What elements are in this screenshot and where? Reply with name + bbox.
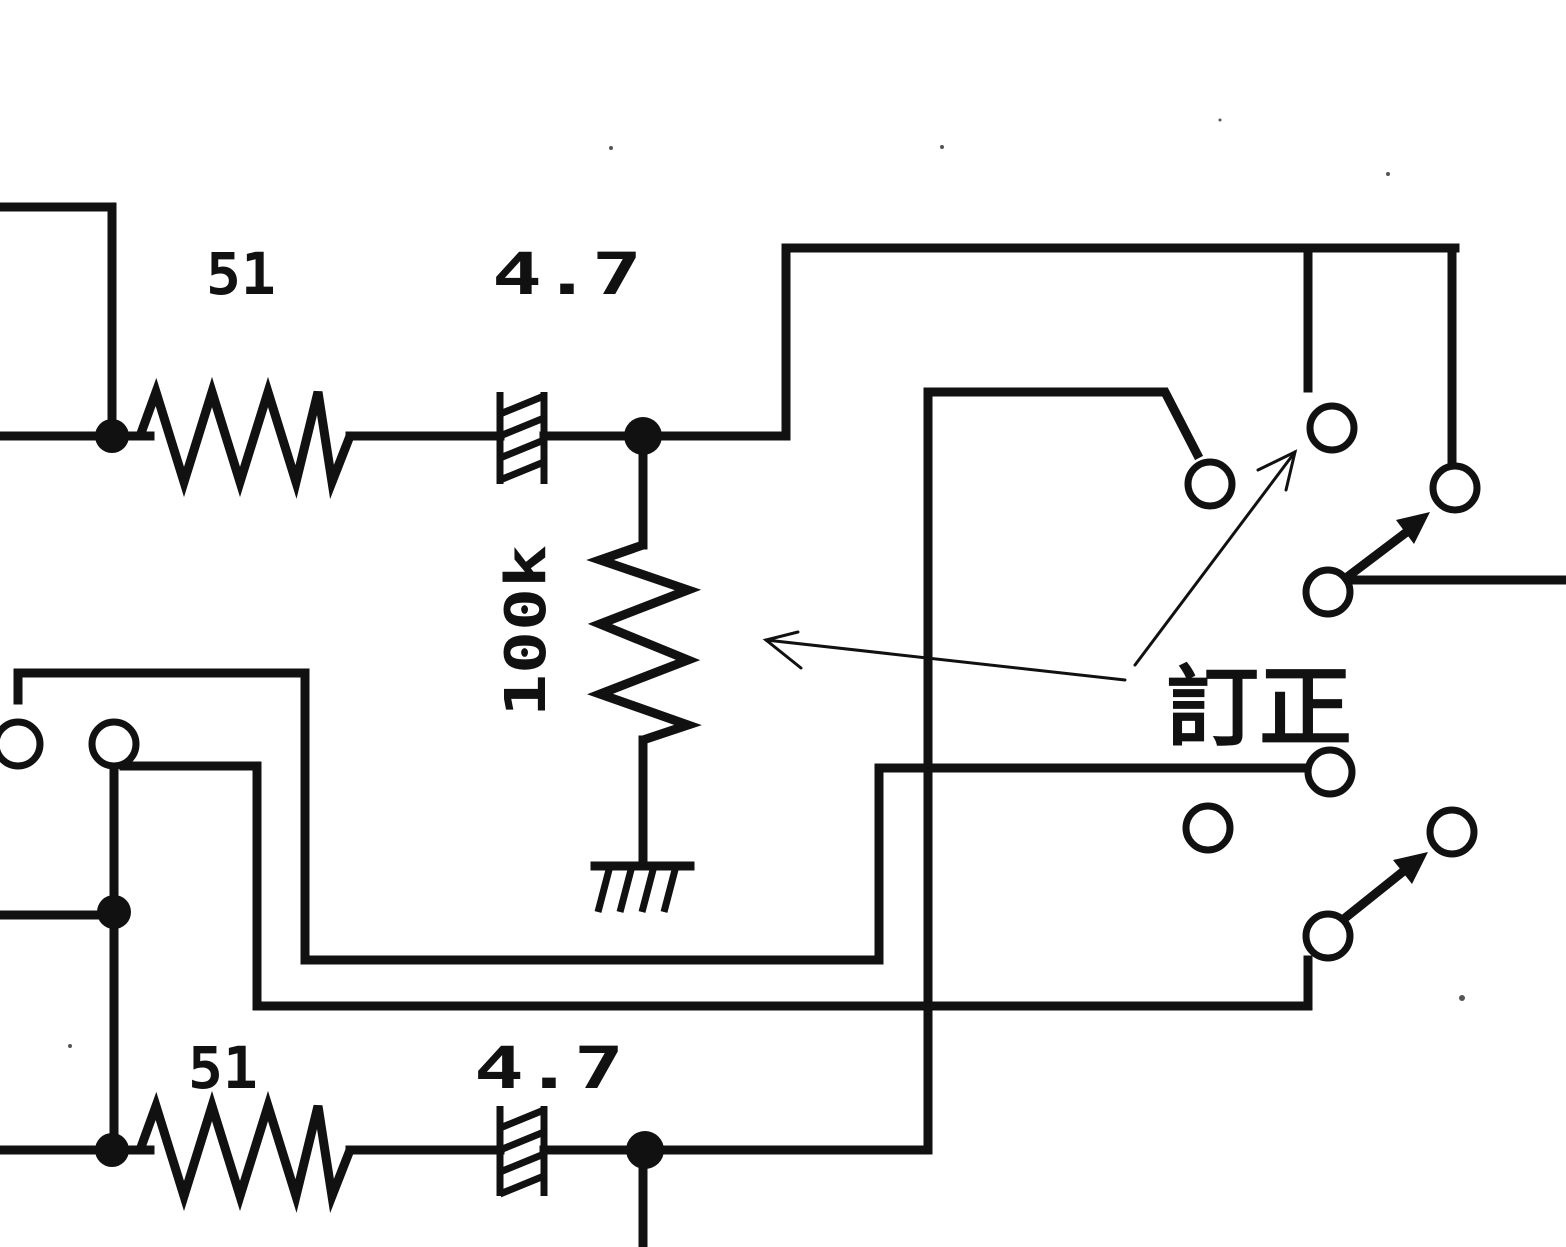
wires	[0, 202, 1566, 1247]
paper-specks	[68, 118, 1465, 1048]
potentiometer-100k	[586, 540, 702, 745]
switch-lever-top	[1339, 512, 1430, 585]
ground-symbol	[590, 861, 695, 913]
switch-terminals	[0, 402, 1481, 962]
junction-dots	[95, 417, 664, 1169]
label-pot: 100k	[494, 545, 559, 717]
label-c-top: 4.7	[492, 240, 642, 308]
wire-c1-node	[539, 243, 1460, 441]
wire-second-loop	[119, 761, 1313, 1011]
capacitor-4.7-top	[496, 392, 548, 484]
correction-note: 訂正	[1166, 656, 1352, 759]
resistor-51-top	[135, 376, 355, 500]
wire-top-left-feed	[0, 202, 117, 441]
label-r-top: 51	[206, 240, 276, 308]
label-r-bottom: 51	[188, 1034, 258, 1102]
capacitor-4.7-bottom	[496, 1106, 548, 1198]
resistor-51-bottom	[135, 1090, 355, 1214]
wire-middle-loop	[13, 668, 1311, 965]
switch-lever-bottom	[1338, 852, 1428, 925]
correction-arrows	[762, 449, 1298, 682]
wire-long-vertical	[638, 387, 1204, 1155]
label-c-bottom: 4.7	[474, 1034, 624, 1102]
